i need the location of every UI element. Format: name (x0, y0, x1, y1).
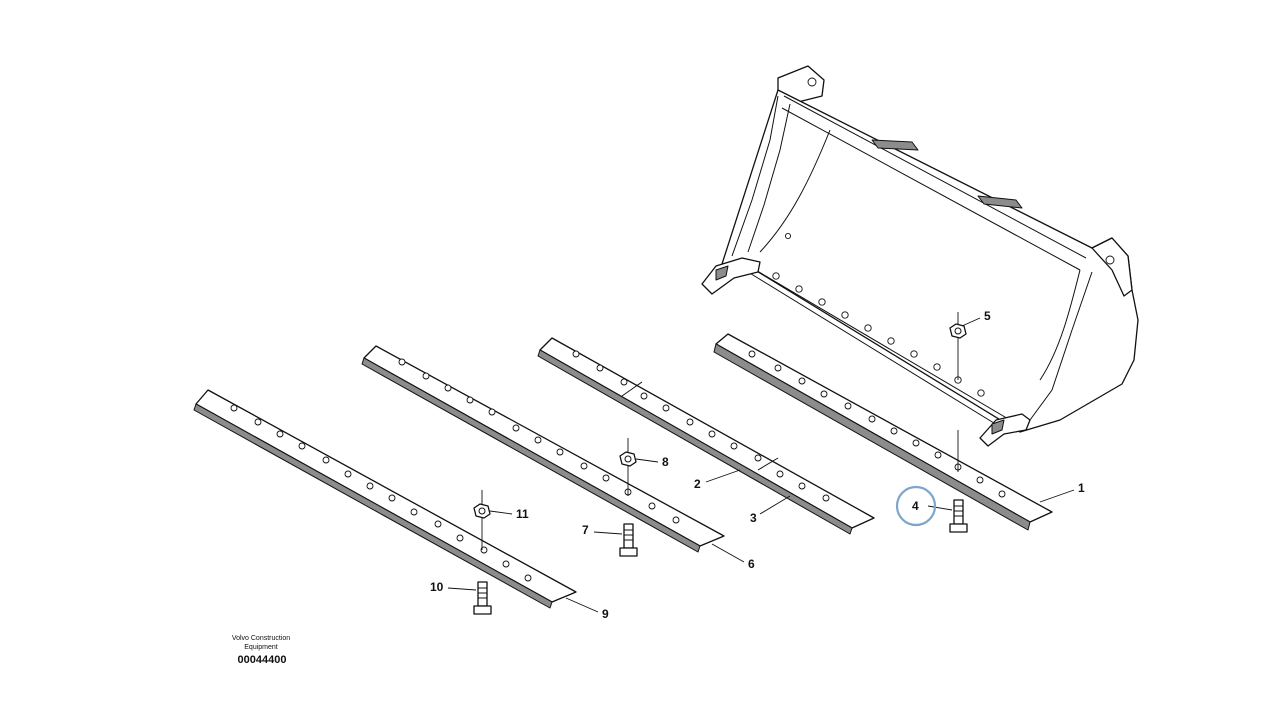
callout-10[interactable]: 10 (430, 580, 444, 594)
callout-6[interactable]: 6 (748, 557, 755, 571)
cutting-edge-9 (193, 389, 577, 609)
nut-5 (949, 312, 967, 380)
callout-5[interactable]: 5 (984, 309, 991, 323)
callout-1[interactable]: 1 (1078, 481, 1085, 495)
bolt-4 (949, 499, 968, 533)
callout-3[interactable]: 3 (750, 511, 757, 525)
callout-4[interactable]: 4 (912, 499, 919, 513)
nut-8 (619, 438, 637, 496)
callout-labels: 1 2 3 4 5 6 7 8 9 10 11 (430, 309, 1085, 621)
cutting-edge-1 (713, 333, 1053, 531)
bolt-10 (473, 581, 492, 615)
cutting-edge-6 (361, 345, 725, 553)
brand-line-1: Volvo Construction (232, 635, 290, 642)
bolt-7 (619, 523, 638, 557)
bucket (701, 65, 1139, 447)
drawing-number: 00044400 (238, 654, 287, 666)
callout-2[interactable]: 2 (694, 477, 701, 491)
brand-line-2: Equipment (244, 644, 278, 651)
callout-8[interactable]: 8 (662, 455, 669, 469)
bucket-holes (772, 232, 985, 397)
cutting-edge-segmented (537, 337, 875, 535)
callout-9[interactable]: 9 (602, 607, 609, 621)
callout-4-highlight-ring (895, 485, 937, 527)
nut-11 (473, 490, 491, 550)
footer-block: Volvo Construction Equipment 00044400 (232, 635, 290, 666)
leader-lines (447, 317, 1075, 613)
callout-11[interactable]: 11 (516, 507, 529, 521)
callout-7[interactable]: 7 (582, 523, 589, 537)
